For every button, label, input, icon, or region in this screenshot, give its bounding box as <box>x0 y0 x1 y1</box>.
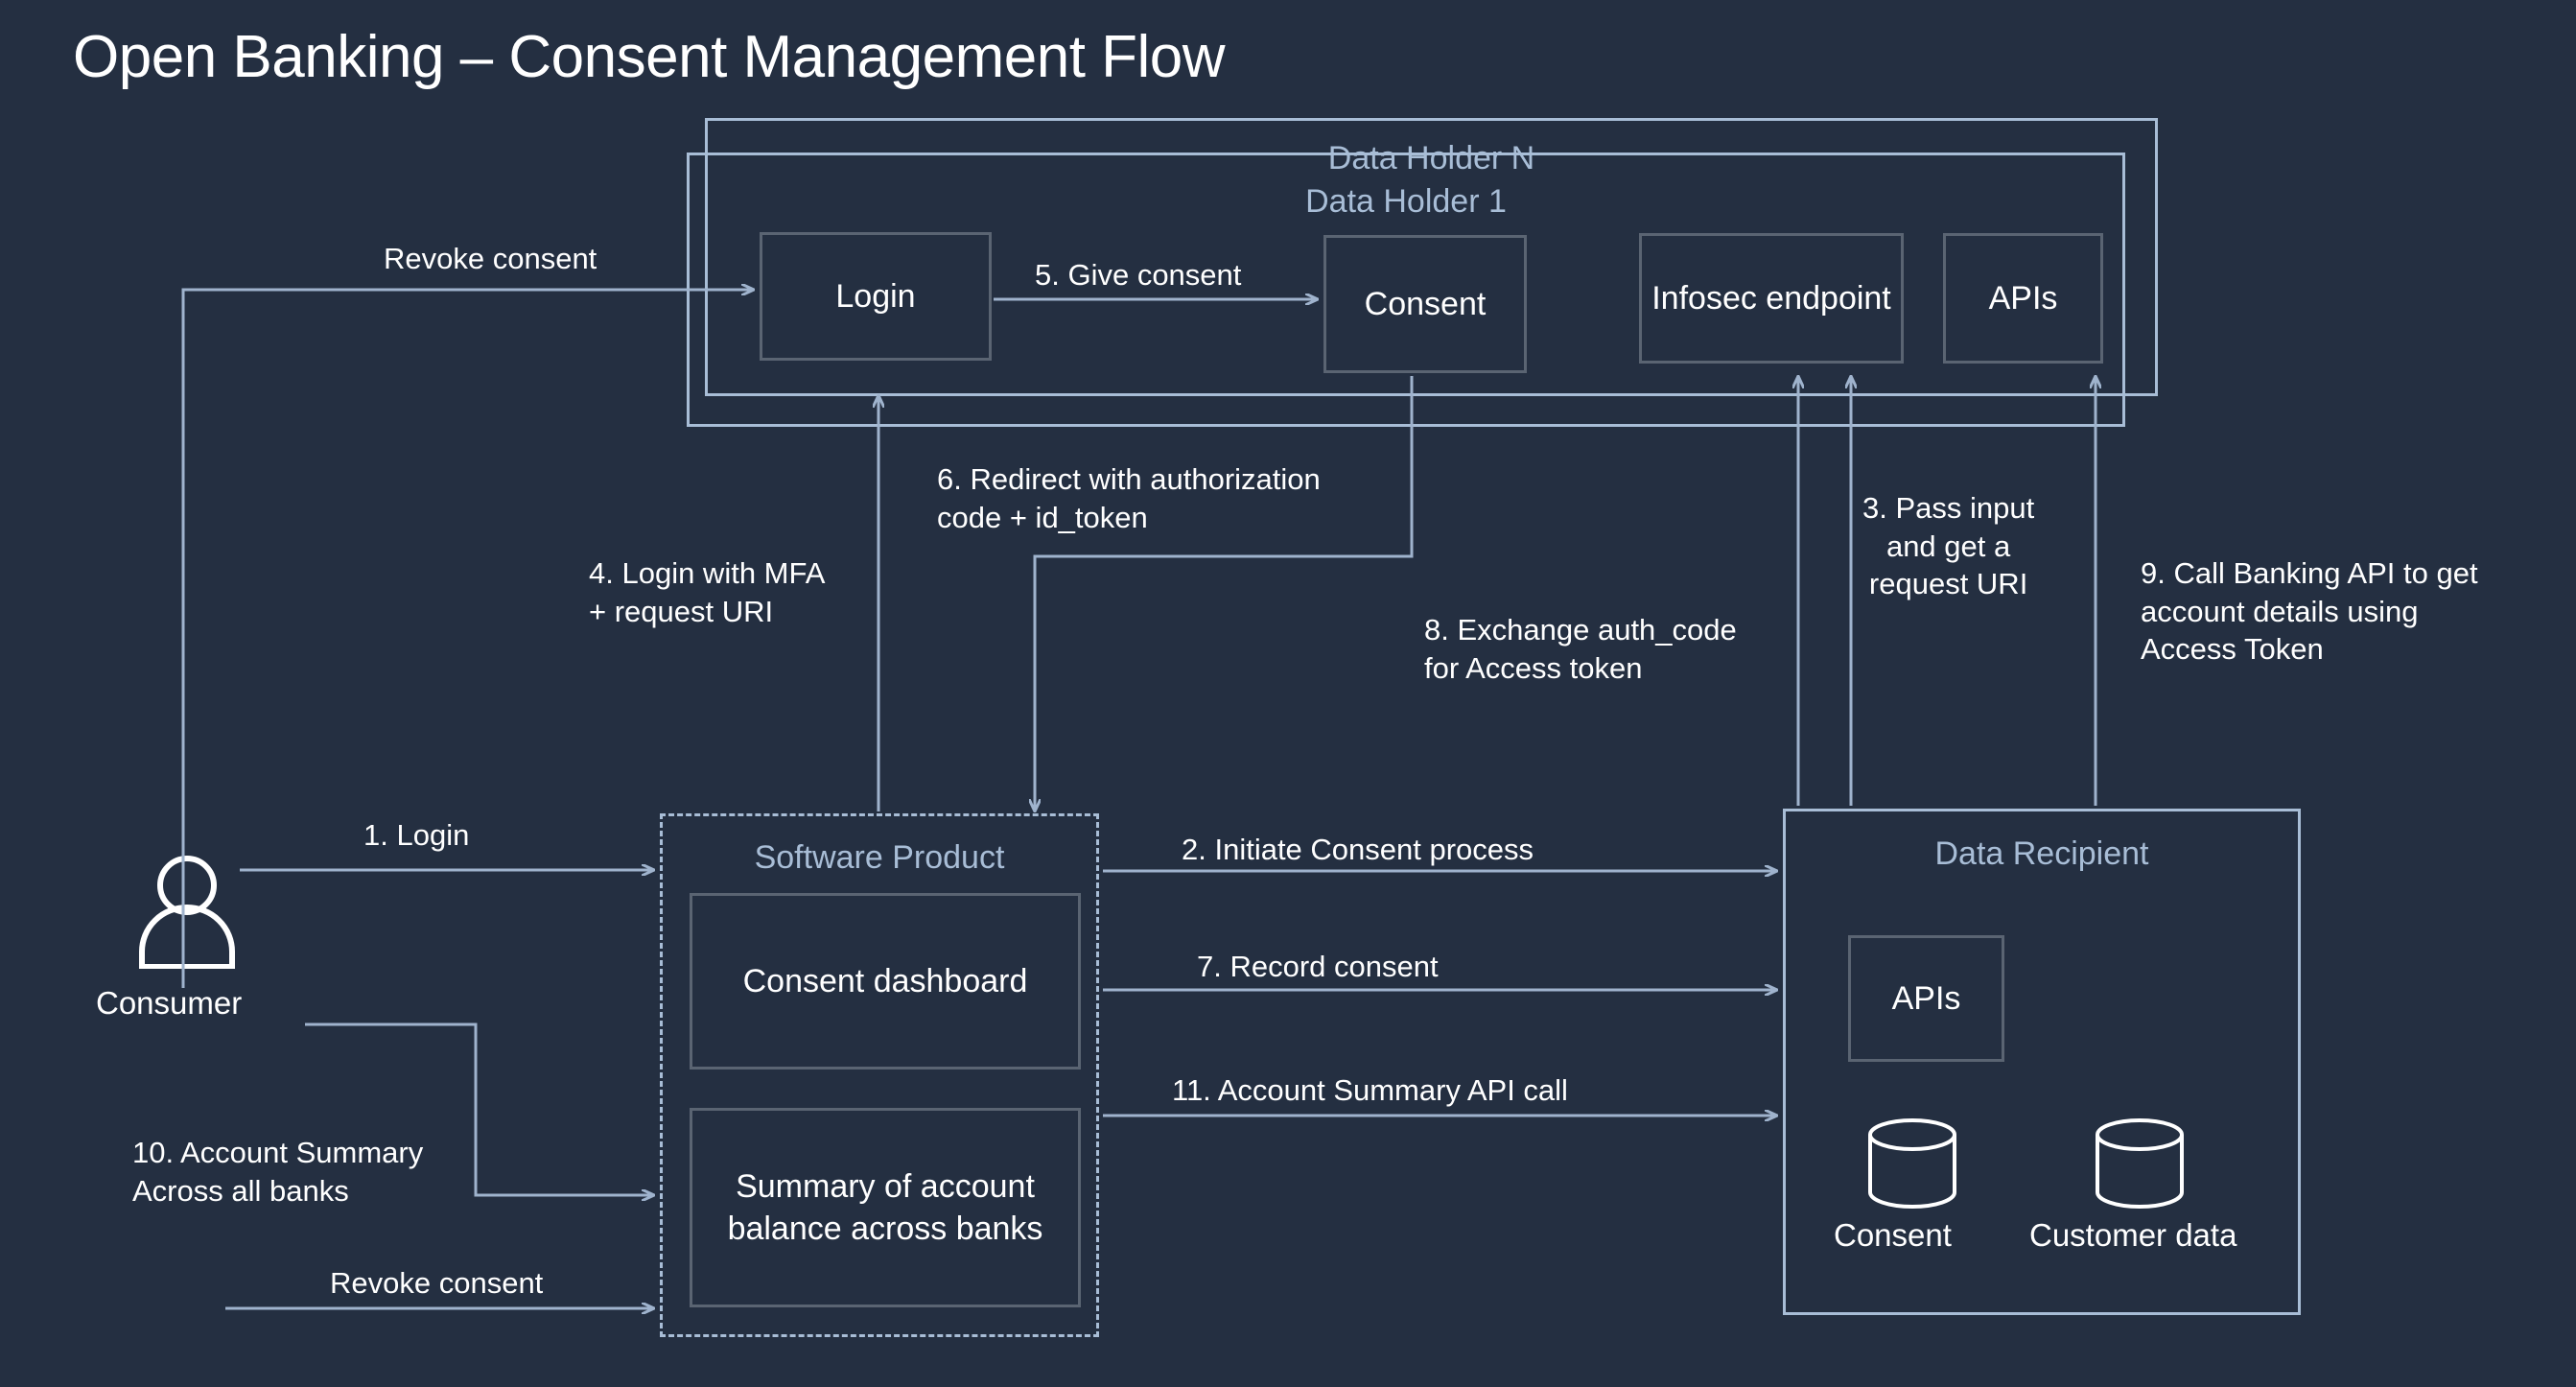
node-login[interactable]: Login <box>760 232 992 361</box>
container-data-recipient: Data Recipient <box>1783 809 2301 1315</box>
wire-redirect <box>1035 376 1414 811</box>
node-infosec-endpoint[interactable]: Infosec endpoint <box>1639 233 1904 364</box>
flow-label-login-mfa: 4. Login with MFA + request URI <box>589 556 826 628</box>
database-icon <box>2096 1118 2184 1209</box>
container-data-recipient-label: Data Recipient <box>1934 835 2149 872</box>
flow-label-exchange-auth: 8. Exchange auth_code for Access token <box>1424 613 1737 685</box>
flow-label-pass-input: 3. Pass input and get a request URI <box>1862 491 2035 601</box>
container-data-holder-n-label: Data Holder N <box>1327 140 1535 176</box>
node-apis-recipient[interactable]: APIs <box>1848 935 2004 1062</box>
node-apis-holder[interactable]: APIs <box>1943 233 2103 364</box>
datastore-consent <box>1862 1117 1963 1217</box>
node-summary-balance[interactable]: Summary of account balance across banks <box>690 1108 1081 1307</box>
database-icon <box>1868 1118 1956 1209</box>
flow-label-account-summary-banks: 10. Account Summary Across all banks <box>132 1136 424 1208</box>
flow-label-revoke-top: Revoke consent <box>384 242 597 275</box>
datastore-customer-data-label: Customer data <box>2029 1217 2237 1253</box>
user-icon <box>139 856 235 969</box>
container-software-product-label: Software Product <box>754 839 1005 876</box>
datastore-consent-label: Consent <box>1834 1217 1952 1253</box>
node-consent-dashboard[interactable]: Consent dashboard <box>690 893 1081 1070</box>
page-title: Open Banking – Consent Management Flow <box>73 24 1226 90</box>
flow-label-record-consent: 7. Record consent <box>1197 950 1439 983</box>
container-data-holder-1-label: Data Holder 1 <box>1305 183 1507 220</box>
flow-label-initiate-consent: 2. Initiate Consent process <box>1182 833 1534 866</box>
flow-label-login: 1. Login <box>363 818 470 852</box>
container-software-product: Software Product <box>660 813 1099 1337</box>
flow-label-revoke-bottom: Revoke consent <box>330 1266 544 1300</box>
flow-label-call-banking-api: 9. Call Banking API to get account detai… <box>2141 556 2478 667</box>
datastore-customer-data <box>2089 1117 2190 1217</box>
flow-label-redirect: 6. Redirect with authorization code + id… <box>937 462 1321 534</box>
node-consent[interactable]: Consent <box>1323 235 1527 373</box>
flow-label-account-summary-api: 11. Account Summary API call <box>1172 1073 1568 1107</box>
container-data-holder-n: Data Holder N <box>705 118 2158 396</box>
flow-label-give-consent: 5. Give consent <box>1035 258 1242 292</box>
actor-consumer-label: Consumer <box>96 985 243 1021</box>
